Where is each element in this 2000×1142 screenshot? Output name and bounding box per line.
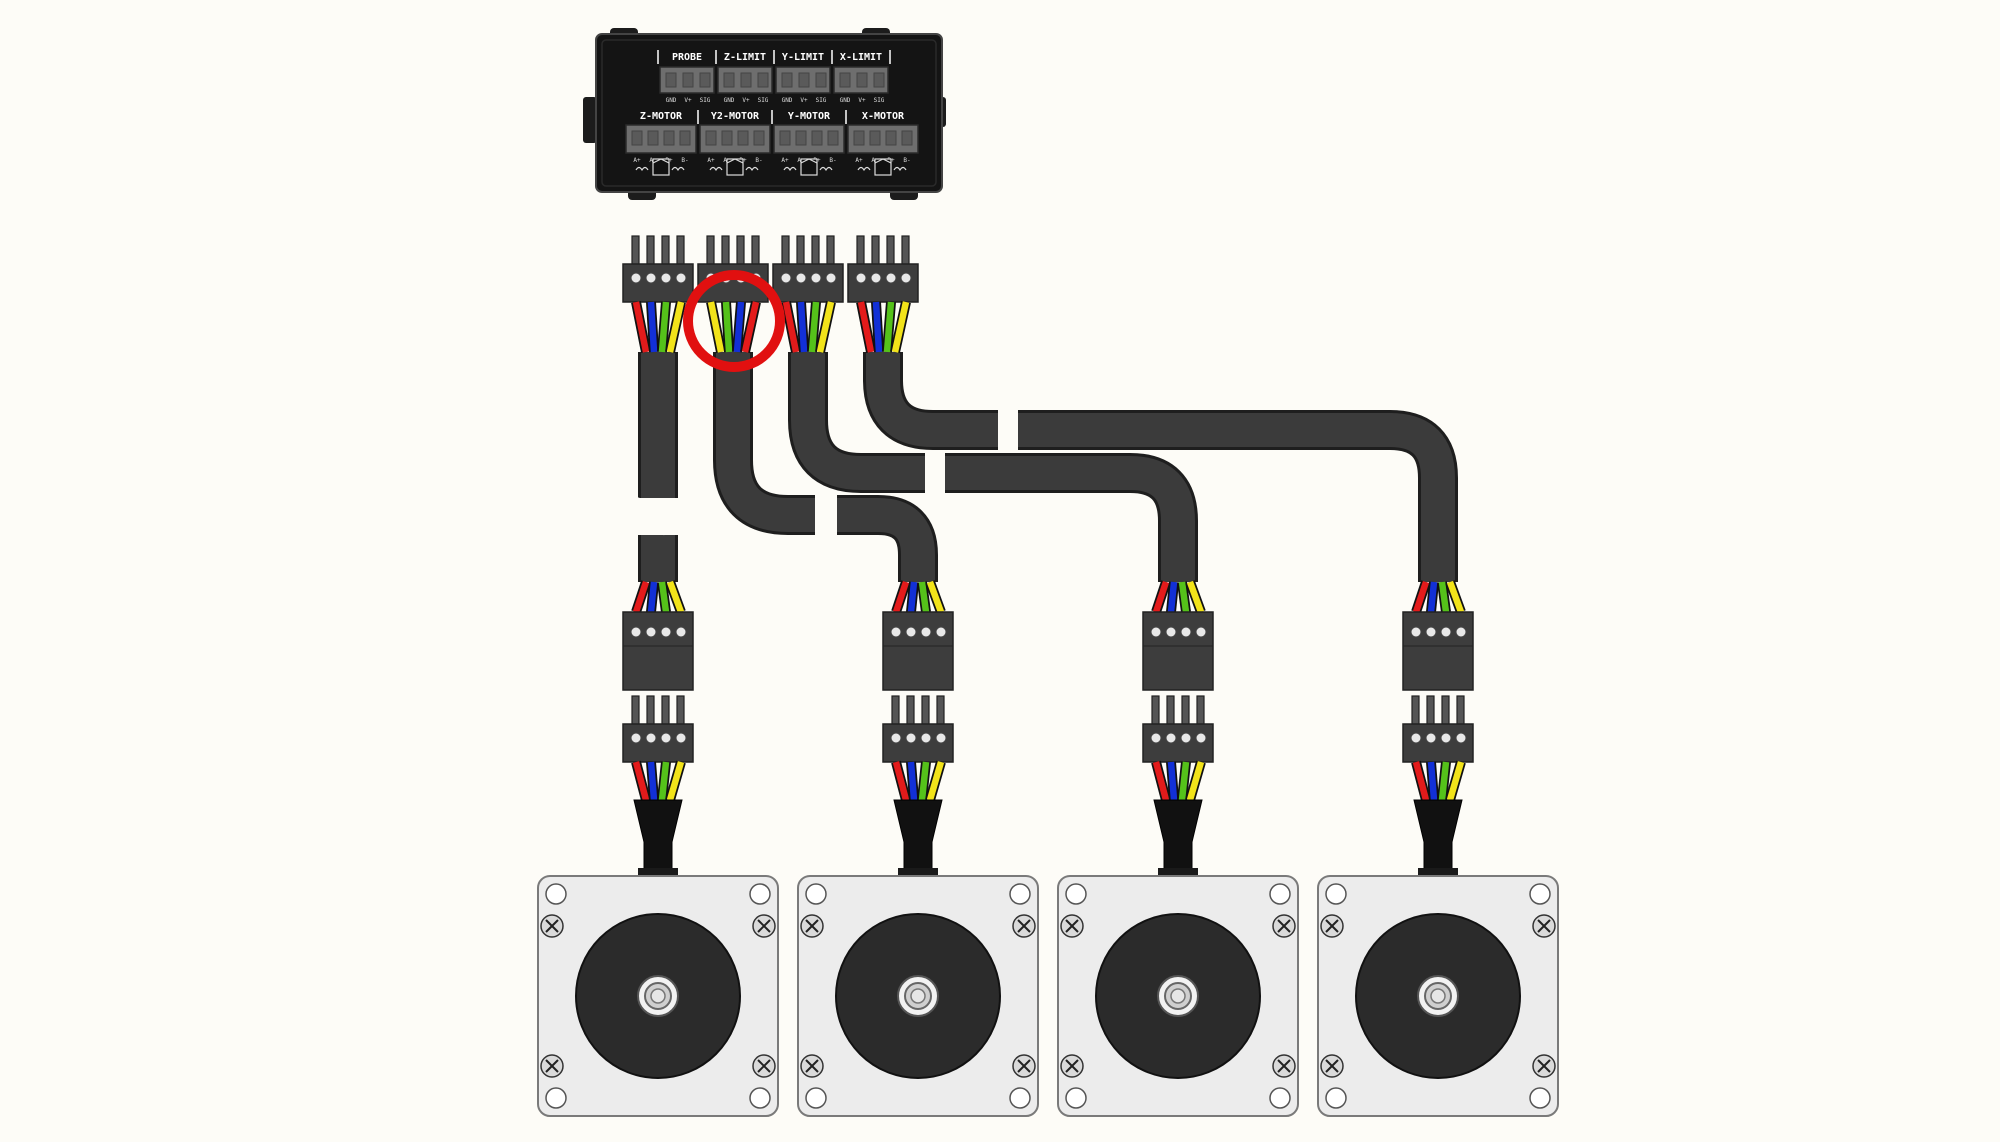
- motor-icon: [874, 158, 892, 176]
- stepper-motor-icon: [1057, 875, 1299, 1117]
- pin-label: GND: [724, 97, 735, 104]
- pin-label: A+: [855, 157, 863, 164]
- motor-plug: [622, 695, 694, 763]
- coil-icon: [857, 166, 907, 172]
- board-plug: [622, 235, 694, 303]
- coil-icon: [783, 166, 833, 172]
- channel-z-motor: [537, 235, 779, 1117]
- pin-label: B-: [755, 157, 762, 164]
- motor-lead-wires: [631, 760, 686, 802]
- limit-header-y-limit: Y-LIMIT GND V+ SIG: [775, 52, 831, 104]
- stepper-motor-icon: [797, 875, 1039, 1117]
- motor-header-label: X-MOTOR: [862, 111, 905, 122]
- motor-plug: [882, 695, 954, 763]
- board-side-wires: [631, 300, 686, 354]
- board-side-wires: [856, 300, 911, 354]
- mid-receptacle: [1142, 611, 1214, 691]
- cable-y-motor: [788, 352, 1198, 582]
- cable-boot: [1153, 799, 1203, 878]
- pin-label: SIG: [874, 97, 885, 104]
- cable-boot: [1413, 799, 1463, 878]
- stepper-motor-icon: [537, 875, 779, 1117]
- channel-y-motor: [772, 235, 1299, 1117]
- cable-y2-motor: [713, 352, 938, 582]
- highlight-circle: [683, 270, 785, 372]
- pin-label: V+: [800, 97, 808, 104]
- channels: [537, 235, 1559, 1117]
- pin-label: B-: [829, 157, 836, 164]
- limit-header-label: Y-LIMIT: [782, 52, 824, 63]
- limit-header-label: X-LIMIT: [840, 52, 882, 63]
- control-board: PROBE GND V+ SIG Z-LIMIT GND V+ SIG Y-LIMIT GND V+…: [583, 28, 946, 200]
- cable-boot: [893, 799, 943, 878]
- board-plug: [847, 235, 919, 303]
- limit-header-probe: PROBE GND V+ SIG: [659, 52, 715, 104]
- limit-header-label: PROBE: [672, 52, 702, 63]
- mid-cable-wires: [1411, 580, 1466, 614]
- motor-header-label: Y-MOTOR: [788, 111, 831, 122]
- motor-header-label: Z-MOTOR: [640, 111, 683, 122]
- pin-label: V+: [684, 97, 692, 104]
- pin-label: A+: [633, 157, 641, 164]
- pin-label: GND: [782, 97, 793, 104]
- pin-label: GND: [666, 97, 677, 104]
- mid-cable-wires: [631, 580, 686, 614]
- pin-label: V+: [742, 97, 750, 104]
- mid-cable-wires: [891, 580, 946, 614]
- cable-boot: [633, 799, 683, 878]
- channel-y2-motor: [697, 235, 1039, 1117]
- mid-receptacle: [1402, 611, 1474, 691]
- mid-receptacle: [622, 611, 694, 691]
- pin-label: A+: [781, 157, 789, 164]
- pin-label: SIG: [758, 97, 769, 104]
- mid-receptacle: [882, 611, 954, 691]
- motor-lead-wires: [1411, 760, 1466, 802]
- board-plug: [772, 235, 844, 303]
- pin-label: A+: [707, 157, 715, 164]
- limit-header-z-limit: Z-LIMIT GND V+ SIG: [717, 52, 773, 104]
- motor-icon: [800, 158, 818, 176]
- motor-icon: [652, 158, 670, 176]
- cables: [637, 352, 1458, 582]
- channel-x-motor: [847, 235, 1559, 1117]
- motor-lead-wires: [1151, 760, 1206, 802]
- pin-label: B-: [903, 157, 910, 164]
- limit-headers-row: PROBE GND V+ SIG Z-LIMIT GND V+ SIG Y-LIMIT GND V+…: [657, 50, 891, 104]
- pin-label: SIG: [816, 97, 827, 104]
- motor-plug: [1402, 695, 1474, 763]
- board-side-wires: [781, 300, 836, 354]
- mid-cable-wires: [1151, 580, 1206, 614]
- pin-label: V+: [858, 97, 866, 104]
- coil-icon: [709, 166, 759, 172]
- cable-z-motor: [637, 352, 679, 582]
- motor-icon: [726, 158, 744, 176]
- pin-label: GND: [840, 97, 851, 104]
- motor-header-label: Y2-MOTOR: [711, 111, 760, 122]
- pin-label: B-: [681, 157, 688, 164]
- stepper-motor-icon: [1317, 875, 1559, 1117]
- motor-headers-row: Z-MOTORA+A-B+B-Y2-MOTORA+A-B+B-Y-MOTORA+…: [625, 110, 919, 176]
- cable-x-motor: [863, 352, 1458, 582]
- motor-plug: [1142, 695, 1214, 763]
- motor-lead-wires: [891, 760, 946, 802]
- limit-header-label: Z-LIMIT: [724, 52, 766, 63]
- coil-icon: [635, 166, 685, 172]
- limit-header-x-limit: X-LIMIT GND V+ SIG: [833, 52, 889, 104]
- pin-label: SIG: [700, 97, 711, 104]
- board-side-wires: [706, 300, 761, 354]
